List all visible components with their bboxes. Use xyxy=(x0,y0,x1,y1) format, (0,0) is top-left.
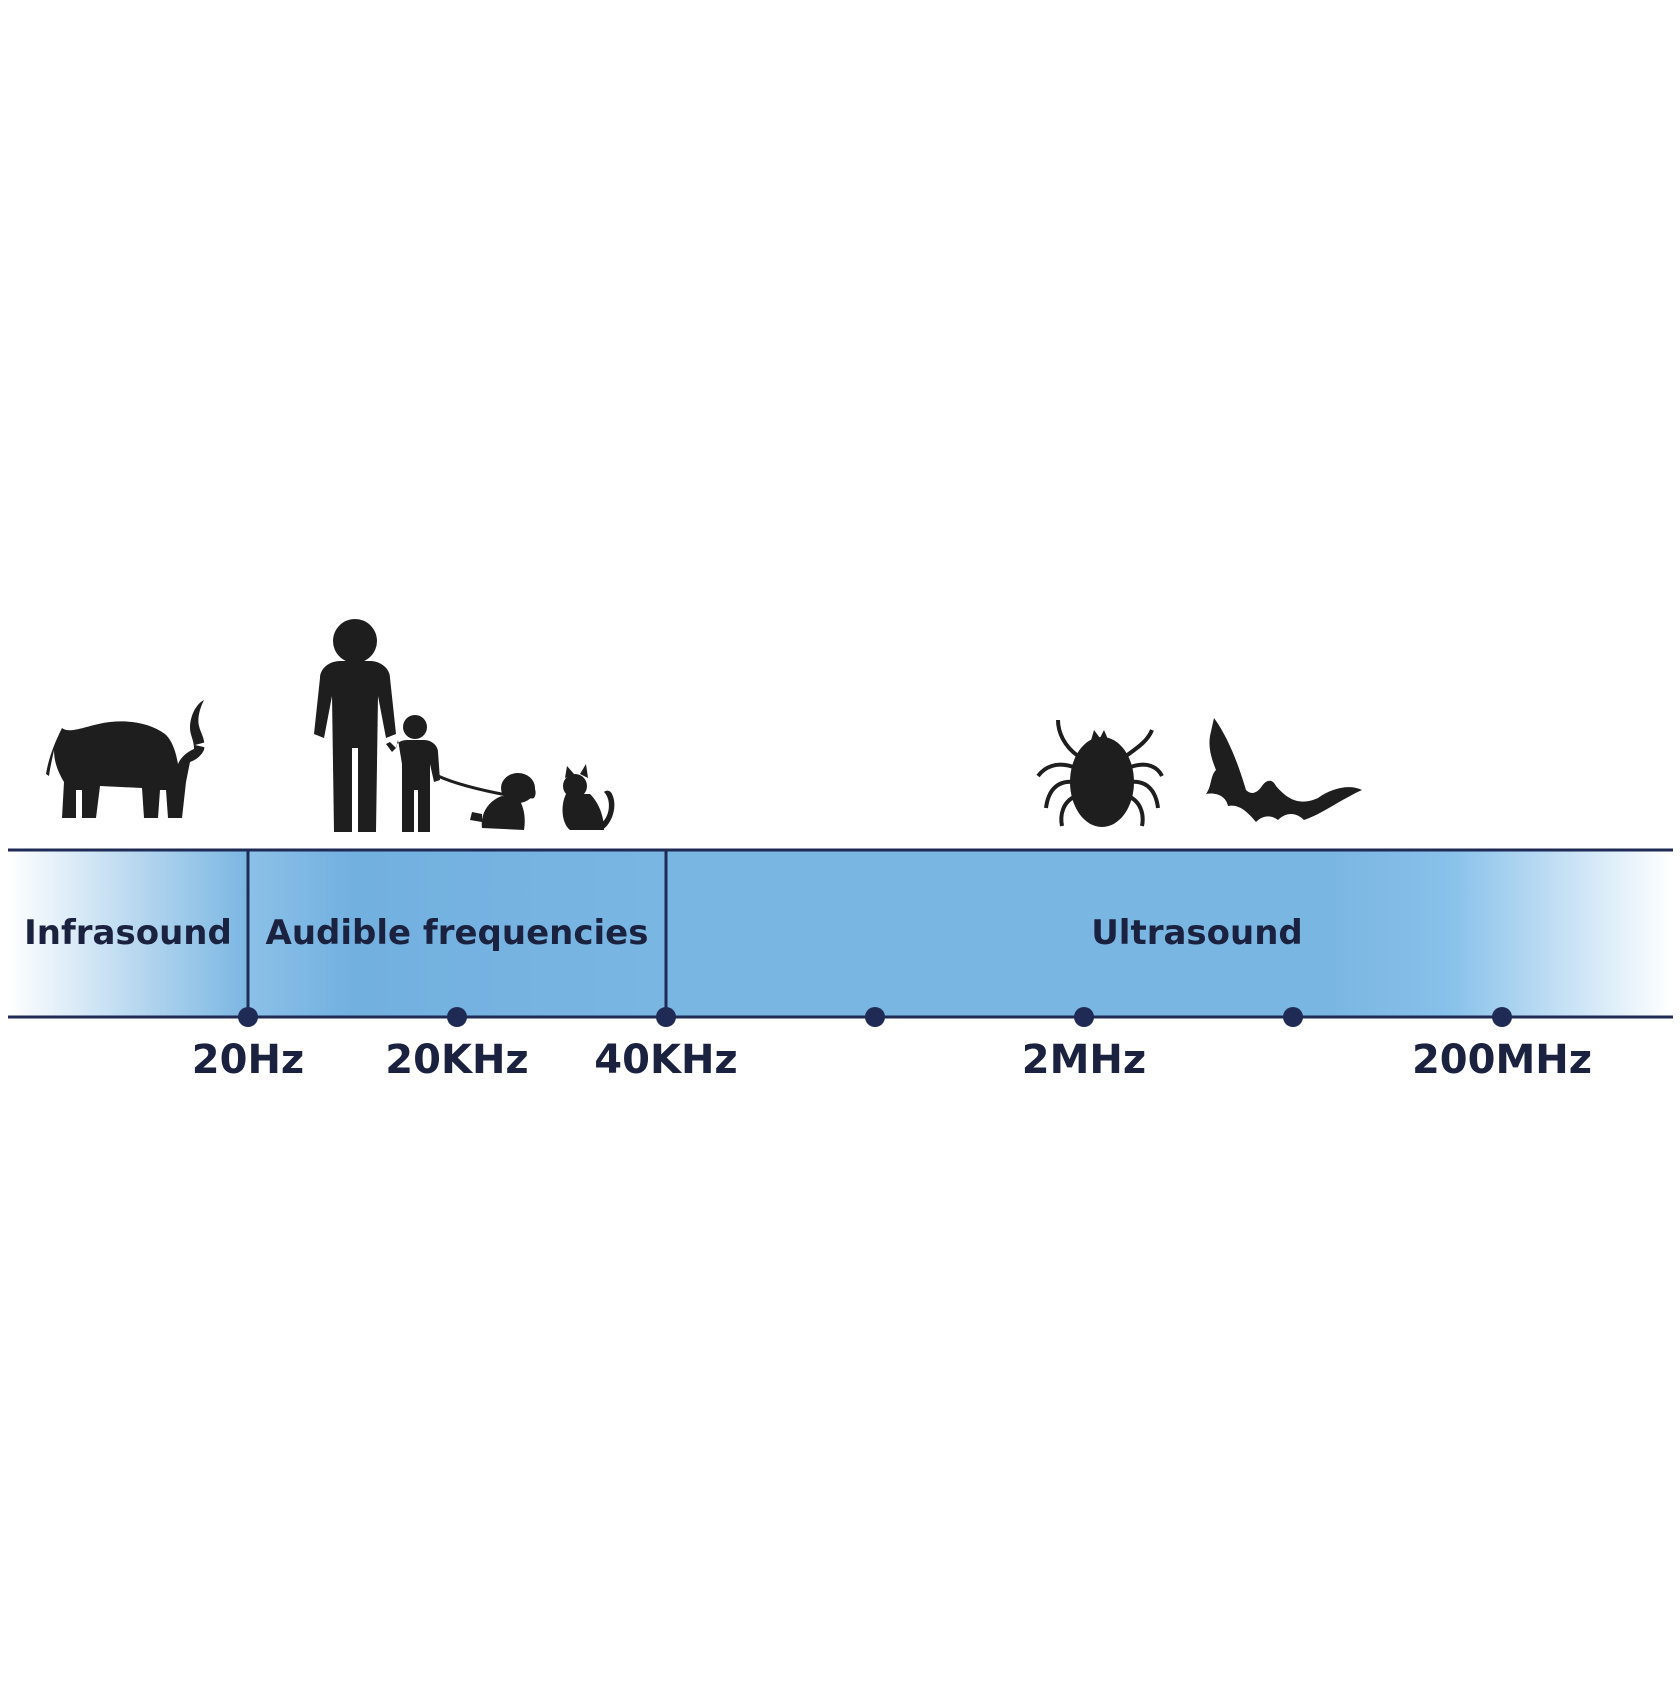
tick-dot xyxy=(447,1007,467,1027)
tick-label-40khz: 40KHz xyxy=(594,1037,737,1083)
bat-icon xyxy=(1206,718,1362,822)
band-label-infrasound: Infrasound xyxy=(24,913,232,953)
tick-dot xyxy=(1074,1007,1094,1027)
leash xyxy=(437,774,513,798)
tick-dot xyxy=(1283,1007,1303,1027)
tick-label-2mhz: 2MHz xyxy=(1022,1037,1146,1083)
tick-insect-icon xyxy=(1036,719,1164,827)
cat-icon xyxy=(562,764,615,830)
band-infrasound-fill xyxy=(8,850,248,1017)
elephant-icon xyxy=(46,700,210,818)
dog-icon xyxy=(470,773,536,830)
tick-label-20hz: 20Hz xyxy=(192,1037,304,1083)
child-person-icon xyxy=(386,715,440,832)
band-audible-fill xyxy=(248,850,666,1017)
band-ultrasound-fill xyxy=(666,850,1672,1017)
tick-dot xyxy=(656,1007,676,1027)
tick-label-20khz: 20KHz xyxy=(385,1037,528,1083)
adult-person-icon xyxy=(314,619,396,832)
tick-dot xyxy=(865,1007,885,1027)
tick-dot xyxy=(238,1007,258,1027)
band-label-ultrasound: Ultrasound xyxy=(1091,913,1303,953)
band-label-audible: Audible frequencies xyxy=(266,913,649,953)
tick-label-200mhz: 200MHz xyxy=(1412,1037,1592,1083)
tick-dot xyxy=(1492,1007,1512,1027)
